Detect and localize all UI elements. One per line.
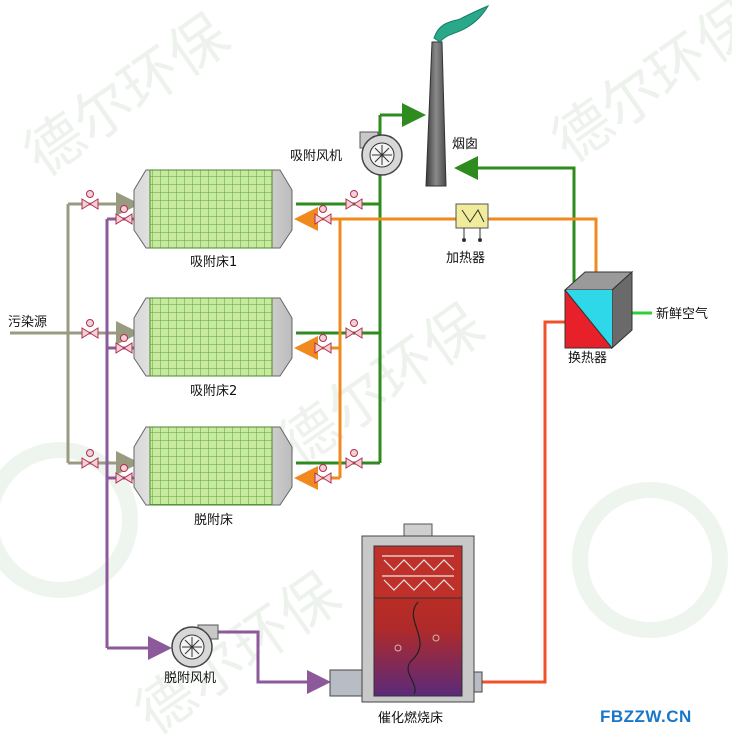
heat-exchanger-icon — [563, 270, 634, 350]
heater-icon — [455, 203, 489, 242]
chimney-icon — [425, 4, 490, 187]
desorption-bed — [133, 426, 293, 506]
site-watermark: FBZZW.CN — [600, 707, 692, 726]
adsorption-bed-2 — [133, 297, 293, 377]
desorb-fan-icon — [171, 624, 219, 668]
watermark-brand: 德尔环保 — [12, 1, 241, 190]
catalytic-bed-icon — [329, 523, 483, 703]
label-heater: 加热器 — [446, 251, 485, 266]
label-heat-exchanger: 换热器 — [568, 351, 607, 366]
adsorb-fan-icon — [359, 131, 403, 176]
waste-gas-pipes — [10, 192, 140, 475]
label-fresh-air: 新鲜空气 — [656, 306, 708, 322]
label-adsorb-fan: 吸附风机 — [290, 149, 342, 164]
label-bed-2: 吸附床2 — [190, 384, 237, 399]
exhaust-pipe — [480, 320, 565, 684]
label-desorb-bed: 脱附床 — [194, 513, 233, 528]
label-bed-1: 吸附床1 — [190, 255, 237, 270]
label-chimney: 烟囱 — [452, 137, 478, 152]
valves — [81, 190, 363, 484]
label-catalytic-bed: 催化燃烧床 — [378, 710, 443, 726]
watermark-brand: 德尔环保 — [540, 0, 732, 176]
adsorption-bed-1 — [133, 169, 293, 249]
label-source: 污染源 — [8, 315, 47, 330]
label-desorb-fan: 脱附风机 — [164, 671, 216, 686]
